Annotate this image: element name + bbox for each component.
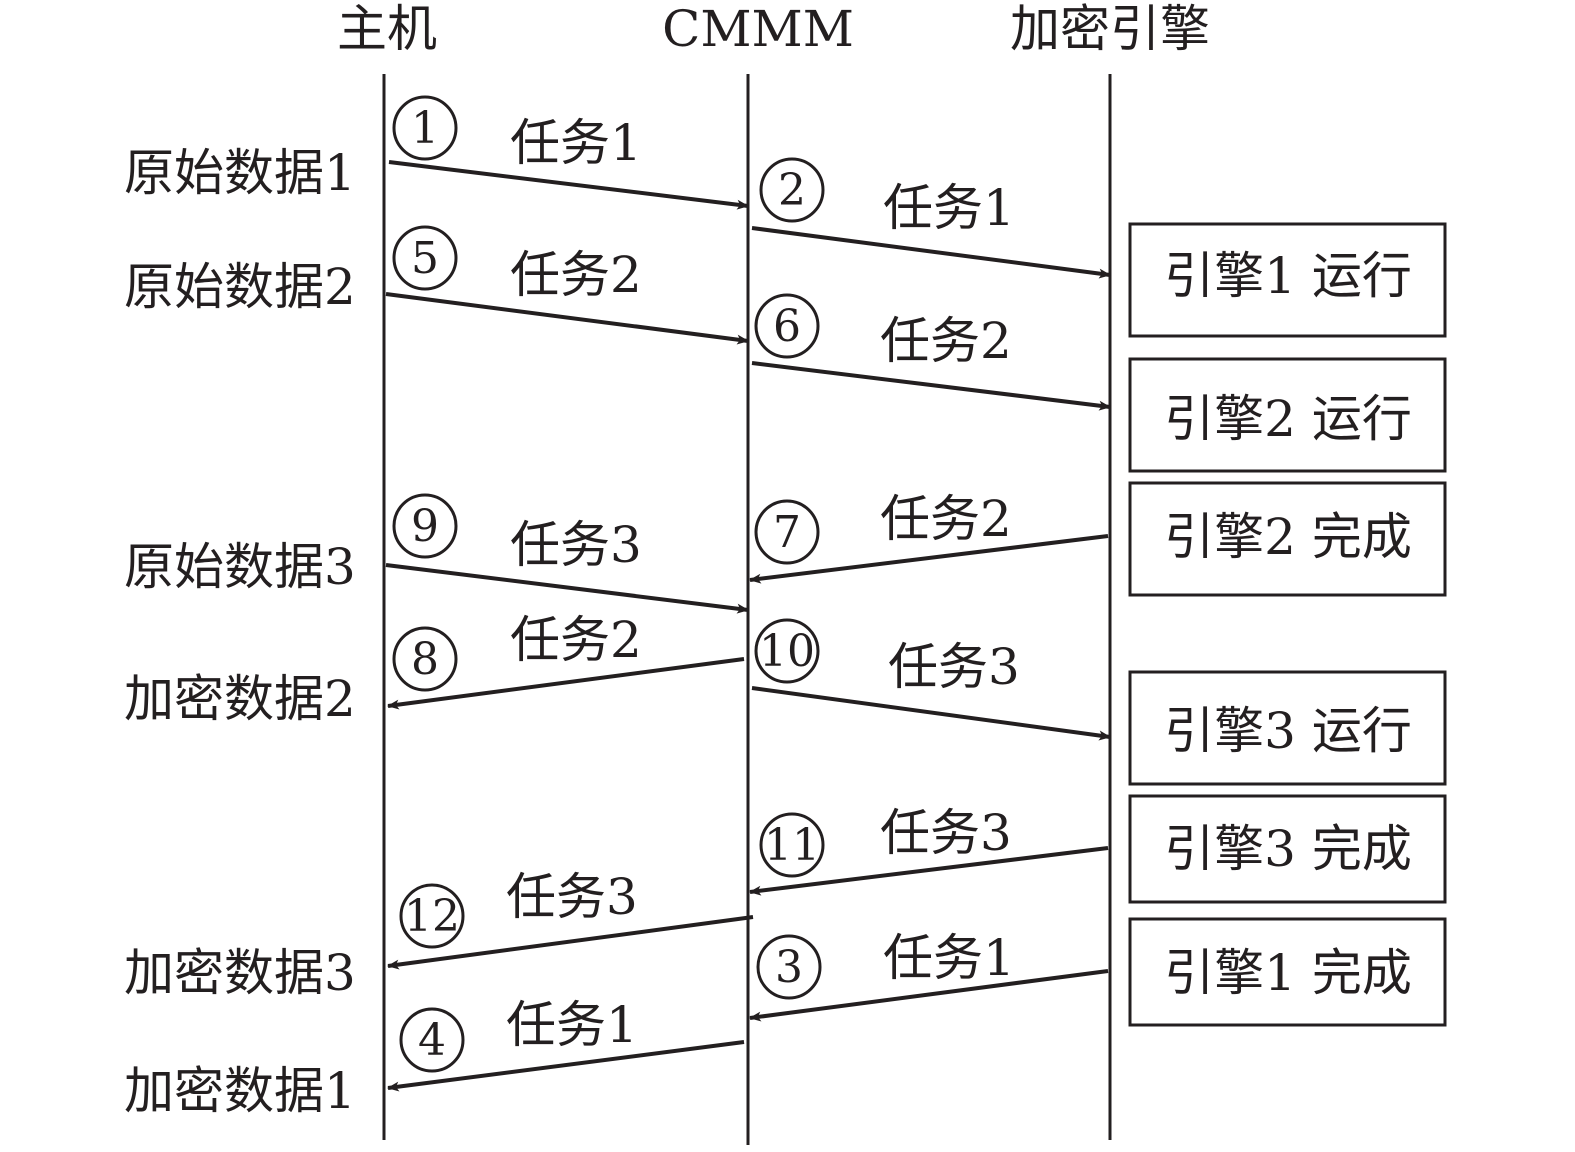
message-label: 任务3 <box>510 516 642 574</box>
lane-header-engine: 加密引擎 <box>1010 0 1210 58</box>
message-label: 任务3 <box>888 638 1020 696</box>
lane-header-cmmm: CMMM <box>662 0 854 58</box>
engine-status-box: 引擎2 完成 <box>1128 481 1447 597</box>
message-label: 任务3 <box>506 868 638 926</box>
engine-status-label: 引擎3 完成 <box>1164 820 1412 878</box>
step-number: 1 <box>411 103 439 154</box>
engine-status-label: 引擎2 完成 <box>1164 508 1412 566</box>
message-label: 任务2 <box>880 490 1012 548</box>
step-number: 2 <box>778 165 806 216</box>
message-arrow-step-11: 任务3 11 <box>749 804 1109 896</box>
message-label: 任务2 <box>510 246 642 304</box>
engine-status-box: 引擎2 运行 <box>1128 357 1447 473</box>
step-number: 5 <box>411 233 439 284</box>
message-arrow-step-4: 任务1 4 <box>387 996 745 1092</box>
message-label: 任务1 <box>883 929 1015 987</box>
lane-header-host: 主机 <box>337 0 437 58</box>
message-label: 任务2 <box>880 312 1012 370</box>
message-arrow-step-2: 任务1 2 <box>751 157 1111 279</box>
message-label: 任务2 <box>510 611 642 669</box>
step-number: 9 <box>411 501 439 552</box>
engine-status-box: 引擎3 完成 <box>1128 794 1447 904</box>
host-label-enc-data-1: 加密数据1 <box>124 1062 356 1120</box>
engine-status-label: 引擎3 运行 <box>1164 702 1412 760</box>
engine-status-box: 引擎1 完成 <box>1128 917 1447 1027</box>
step-number: 6 <box>773 301 801 352</box>
step-number: 8 <box>411 634 439 685</box>
message-arrow-step-10: 任务3 10 <box>751 618 1111 741</box>
message-label: 任务3 <box>880 804 1012 862</box>
step-number: 10 <box>759 626 815 677</box>
message-label: 任务1 <box>883 179 1015 237</box>
message-arrow-step-9: 任务3 9 <box>385 493 749 614</box>
message-arrow-step-1: 任务1 1 <box>388 95 749 210</box>
step-number: 3 <box>775 942 803 993</box>
host-label-enc-data-3: 加密数据3 <box>124 944 356 1002</box>
engine-status-label: 引擎2 运行 <box>1164 390 1412 448</box>
host-label-raw-data-1: 原始数据1 <box>124 144 356 202</box>
host-label-enc-data-2: 加密数据2 <box>124 670 356 728</box>
message-arrow-step-7: 任务2 7 <box>749 490 1109 584</box>
message-arrow-step-8: 任务2 8 <box>387 611 745 710</box>
message-arrow-step-3: 任务1 3 <box>749 929 1109 1022</box>
host-label-raw-data-2: 原始数据2 <box>124 258 356 316</box>
step-number: 11 <box>764 820 820 871</box>
message-label: 任务1 <box>506 996 638 1054</box>
engine-status-box: 引擎3 运行 <box>1128 670 1447 786</box>
message-arrow-step-5: 任务2 5 <box>385 225 749 345</box>
engine-status-label: 引擎1 运行 <box>1164 247 1412 305</box>
step-number: 4 <box>418 1015 446 1066</box>
step-number: 7 <box>773 507 801 558</box>
engine-status-box: 引擎1 运行 <box>1128 222 1447 338</box>
step-number: 12 <box>404 891 460 942</box>
engine-status-label: 引擎1 完成 <box>1164 944 1412 1002</box>
host-label-raw-data-3: 原始数据3 <box>124 538 356 596</box>
message-arrow-step-12: 任务3 12 <box>387 868 754 970</box>
message-label: 任务1 <box>510 114 642 172</box>
message-arrow-step-6: 任务2 6 <box>751 293 1111 411</box>
